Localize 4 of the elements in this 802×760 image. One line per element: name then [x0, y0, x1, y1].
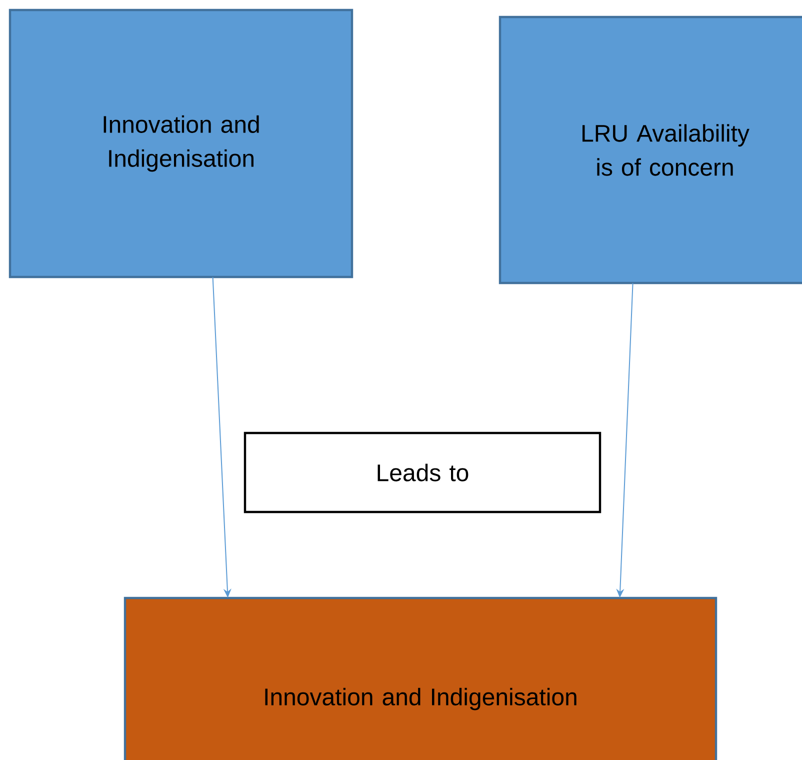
text-box: Leads to	[244, 432, 602, 514]
result-box: Innovation and Indigenisation	[124, 596, 718, 760]
process-box: Innovation and Indigenisation	[8, 8, 354, 278]
process-box: LRU Availability is of concern	[498, 16, 802, 284]
